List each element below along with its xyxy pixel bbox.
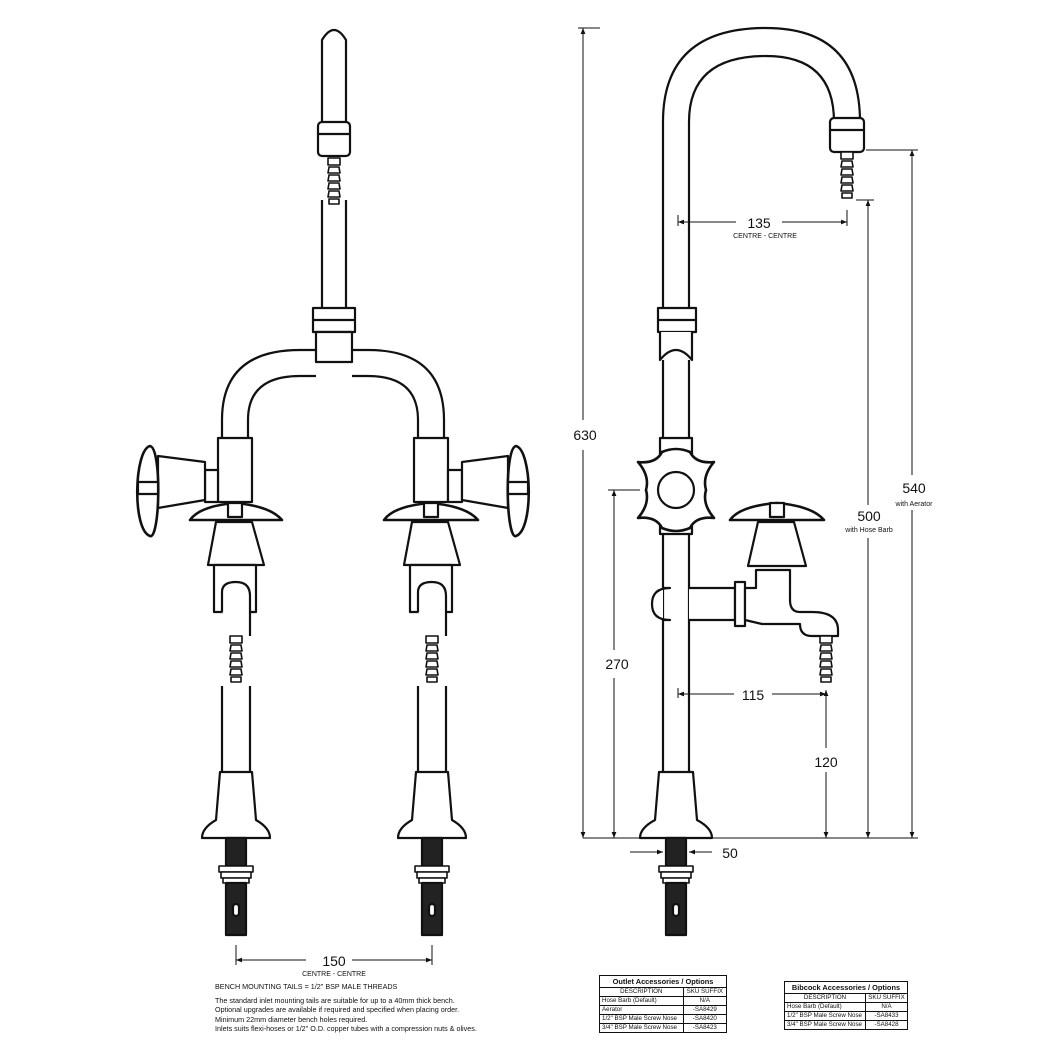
side-bench-tail [657,836,695,937]
bench-tails-note: BENCH MOUNTING TAILS = 1/2" BSP MALE THR… [215,982,398,991]
side-view [636,26,866,937]
outlet-desc-cell: Aerator [599,1005,684,1015]
outlet-desc-cell: Hose Barb (Default) [599,996,684,1006]
bibcock-desc-cell: 1/2" BSP Male Screw Nose [783,1011,867,1021]
right-valve-body [412,436,450,504]
right-bench-tail [413,836,451,937]
dim-bibcock-handle-height: 270 [605,656,629,672]
table-row: Hose Barb (Default) N/A [783,1002,908,1012]
left-outlet-hose-barb [228,634,244,684]
outlet-table-title: Outlet Accessories / Options [599,975,727,987]
table-row: Aerator -SA8429 [599,1005,728,1015]
dim-outlet-reach-value: 135 [747,215,771,231]
note-line: Optional upgrades are available if requi… [215,1005,460,1015]
left-base-flange [200,770,272,840]
right-base-flange [396,770,468,840]
right-outlet-hose-barb [424,634,440,684]
bibcock-table-title: Bibcock Accessories / Options [784,981,908,993]
bibcock-desc-cell: 3/4" BSP Male Screw Nose [783,1020,867,1030]
bibcock-header-sku: SKU SUFFIX [865,993,908,1003]
bibcock-desc-cell: Hose Barb (Default) [783,1002,867,1012]
outlet-sku-cell: N/A [682,996,728,1006]
front-bridge-pipe [220,348,446,440]
table-row: 3/4" BSP Male Screw Nose -SA8423 [599,1023,728,1033]
side-outlet-collar [828,116,866,154]
outlet-sku-cell: -SA8423 [682,1023,728,1033]
bibcock-header-description: DESCRIPTION [783,993,867,1003]
outlet-sku-cell: -SA8429 [682,1005,728,1015]
dim-aerator-height-note: with Aerator [895,501,934,508]
dim-aerator-height-value: 540 [902,480,926,496]
dim-overall-height: 630 [573,427,597,443]
table-row: 1/2" BSP Male Screw Nose -SA8420 [599,1014,728,1024]
table-row: Hose Barb (Default) N/A [599,996,728,1006]
dim-outlet-reach-note: CENTRE - CENTRE [733,233,797,240]
side-bibcock-arm [650,586,672,622]
dim-front-width-value: 150 [322,953,346,969]
table-row: 1/2" BSP Male Screw Nose -SA8433 [783,1011,908,1021]
outlet-header-sku: SKU SUFFIX [682,987,728,997]
bibcock-sku-cell: -SA8433 [865,1011,908,1021]
side-outlet-hose-barb [839,150,855,200]
outlet-header-description: DESCRIPTION [599,987,684,997]
dim-hose-barb-height-note: with Hose Barb [844,527,893,534]
bibcock-sku-cell: N/A [865,1002,908,1012]
outlet-sku-cell: -SA8420 [682,1014,728,1024]
outlet-desc-cell: 3/4" BSP Male Screw Nose [599,1023,684,1033]
left-valve-body [216,436,254,504]
note-line: The standard inlet mounting tails are su… [215,995,455,1005]
front-outlet-hose-barb [326,156,342,206]
dim-bibcock-reach: 115 [742,687,765,703]
side-gooseneck [661,26,862,308]
side-base-flange [638,770,714,840]
dim-base-diameter: 50 [722,845,738,861]
side-dimension-lines [578,27,918,855]
installation-notes: BENCH MOUNTING TAILS = 1/2" BSP MALE THR… [215,982,575,1034]
table-row: 3/4" BSP Male Screw Nose -SA8428 [783,1020,908,1030]
bibcock-sku-cell: -SA8428 [865,1020,908,1030]
note-line: Minimum 22mm diameter bench holes requir… [215,1014,368,1024]
front-dimension-150 [235,945,433,965]
left-bench-tail [217,836,255,937]
side-bibcock-hose-barb [818,634,834,684]
front-outlet-spout [320,28,348,122]
dim-bibcock-outlet-height: 120 [814,754,838,770]
note-line: Inlets suits flexi-hoses or 1/2" O.D. co… [215,1024,477,1034]
bibcock-accessories-table: Bibcock Accessories / Options DESCRIPTIO… [783,981,908,1030]
dim-hose-barb-height-value: 500 [857,508,881,524]
outlet-accessories-table: Outlet Accessories / Options DESCRIPTION… [599,975,728,1033]
front-view [135,28,531,937]
dim-front-width-note: CENTRE - CENTRE [302,971,366,978]
outlet-desc-cell: 1/2" BSP Male Screw Nose [599,1014,684,1024]
front-outlet-collar [316,120,352,158]
